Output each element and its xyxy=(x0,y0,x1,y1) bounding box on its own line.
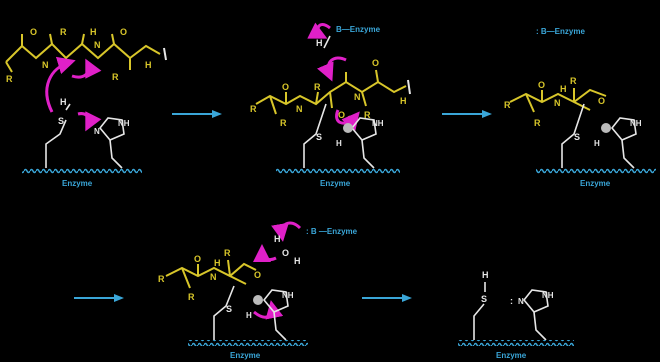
reaction-arrowhead xyxy=(482,110,492,118)
mechanism-arrow xyxy=(71,58,102,79)
base-label: B—Enzyme xyxy=(336,25,381,34)
mechanism-arrow xyxy=(253,300,284,320)
atom-label-o: O xyxy=(538,80,545,90)
atom-label-h: H xyxy=(316,38,323,48)
enzyme-surface xyxy=(22,168,142,174)
atom-label-r: R xyxy=(112,72,119,82)
atom-label-nh: NH xyxy=(282,291,294,300)
panel-3-acyl-enzyme: : B—Enzyme O R H N O R R S NH H Enzy xyxy=(504,27,656,188)
charge-plus xyxy=(343,123,353,133)
atom-label-nh: NH xyxy=(630,119,642,128)
panel-5-regenerated-enzyme: H S N : NH Enzyme xyxy=(458,270,574,360)
atom-label-o: O xyxy=(372,58,379,68)
atom-label-s: S xyxy=(574,132,580,142)
atom-label-n: N xyxy=(518,297,524,306)
atom-label-o: O xyxy=(30,27,37,37)
atom-label-r: R xyxy=(280,118,287,128)
atom-label-h: H xyxy=(336,139,342,148)
mechanism-arrow xyxy=(307,22,331,39)
atom-label-r: R xyxy=(314,82,321,92)
atom-label-s: S xyxy=(481,294,487,304)
atom-label-r: R xyxy=(250,104,257,114)
base-label: : B —Enzyme xyxy=(306,227,358,236)
enzyme-label: Enzyme xyxy=(580,179,611,188)
atom-label-h: H xyxy=(60,97,67,107)
atom-label-n: N xyxy=(296,104,303,114)
atom-label-h: H xyxy=(274,234,281,244)
enzyme-label: Enzyme xyxy=(496,351,527,360)
atom-label-n: N xyxy=(94,40,101,50)
mechanism-arrow xyxy=(271,221,302,242)
atom-label-h: H xyxy=(214,258,221,268)
reaction-arrowhead xyxy=(212,110,222,118)
atom-label-o: O xyxy=(194,254,201,264)
atom-label-nh: NH xyxy=(372,119,384,128)
atom-label-s: S xyxy=(226,304,232,314)
atom-label-h: H xyxy=(294,256,301,266)
enzyme-label: Enzyme xyxy=(62,179,93,188)
atom-label-r: R xyxy=(570,76,577,86)
mechanism-arrow xyxy=(253,244,277,263)
cysteine-residue-1 xyxy=(45,103,71,168)
enzyme-label: Enzyme xyxy=(320,179,351,188)
atom-label-r: R xyxy=(188,292,195,302)
atom-label-nh: NH xyxy=(118,119,130,128)
atom-label-n: N xyxy=(42,60,49,70)
atom-label-r: R xyxy=(364,110,371,120)
reaction-arrowhead xyxy=(402,294,412,302)
enzyme-surface xyxy=(188,340,308,346)
atom-label-r: R xyxy=(60,27,67,37)
charge-plus xyxy=(601,123,611,133)
atom-label-o: O xyxy=(598,96,605,106)
mechanism-arrow xyxy=(45,56,76,113)
enzyme-label: Enzyme xyxy=(230,351,261,360)
enzyme-surface xyxy=(276,168,400,174)
atom-label-r: R xyxy=(158,274,165,284)
atom-label-o: O xyxy=(254,270,261,280)
atom-label-h: H xyxy=(400,96,407,106)
mechanism-arrow xyxy=(335,109,360,131)
mechanism-arrow xyxy=(317,56,347,82)
atom-label-n: N xyxy=(210,272,217,282)
panel-2-tetrahedral-intermediate: O R O N N R R O H R ⊖ B—Enzyme H S NH H xyxy=(250,22,411,188)
atom-label-h: H xyxy=(246,311,252,320)
atom-label-h: H xyxy=(90,27,97,37)
atom-label-nh: NH xyxy=(542,291,554,300)
mechanism-arrow xyxy=(77,111,102,132)
atom-label-o: O xyxy=(120,27,127,37)
atom-label-h: H xyxy=(560,84,567,94)
enzyme-surface xyxy=(536,168,656,174)
atom-label-n: N xyxy=(354,92,361,102)
atom-label-s: S xyxy=(316,132,322,142)
atom-label-s: S xyxy=(58,116,64,126)
histidine-residue-1 xyxy=(98,117,125,169)
atom-label-h: H xyxy=(145,60,152,70)
panel-4-hydrolysis: : B —Enzyme H O H O R H N O R R S xyxy=(158,221,358,360)
atom-label-r: R xyxy=(504,100,511,110)
enzyme-surface xyxy=(458,340,574,346)
atom-label-o: O xyxy=(338,110,345,120)
lone-pair: : xyxy=(510,296,513,306)
atom-label-r: R xyxy=(534,118,541,128)
panel-1-nucleophilic-attack: O R H O N N R H R S H NH N Enzyme xyxy=(5,27,167,188)
atom-label-o: O xyxy=(282,248,289,258)
reaction-arrowhead xyxy=(114,294,124,302)
atom-label-r: R xyxy=(6,74,13,84)
atom-label-n: N xyxy=(94,127,100,136)
base-label: : B—Enzyme xyxy=(536,27,585,36)
atom-label-o: O xyxy=(282,82,289,92)
atom-label-h: H xyxy=(482,270,489,280)
atom-label-n: N xyxy=(554,98,561,108)
atom-label-r: R xyxy=(224,248,231,258)
charge-plus xyxy=(253,295,263,305)
atom-label-h: H xyxy=(594,139,600,148)
